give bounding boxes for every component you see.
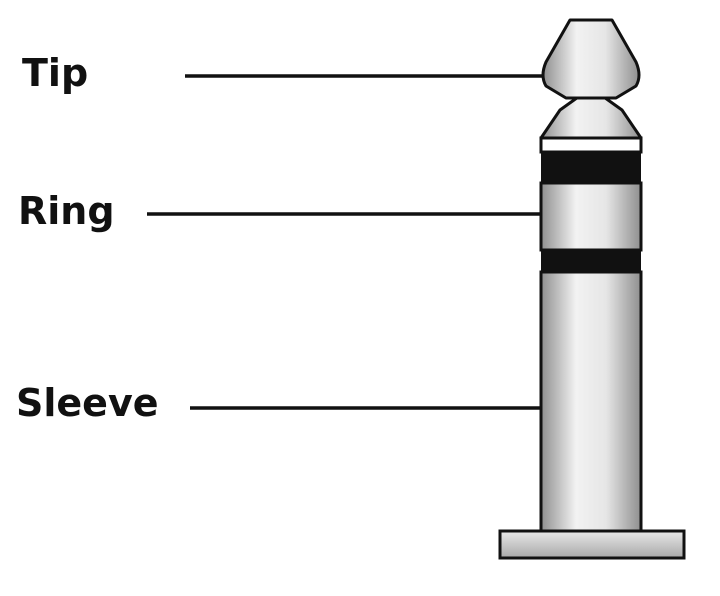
lower-insulator-band	[541, 250, 641, 272]
upper-insulator-band	[541, 152, 641, 183]
collar	[539, 136, 643, 154]
ring-label: Ring	[18, 189, 115, 233]
sleeve-label: Sleeve	[16, 381, 159, 425]
sleeve-section	[539, 270, 643, 533]
base-flange	[498, 529, 686, 560]
tip-upper-cone	[541, 18, 641, 100]
tip-lower-cone	[539, 93, 643, 140]
ring-section	[539, 181, 643, 252]
tip-label: Tip	[22, 51, 89, 95]
